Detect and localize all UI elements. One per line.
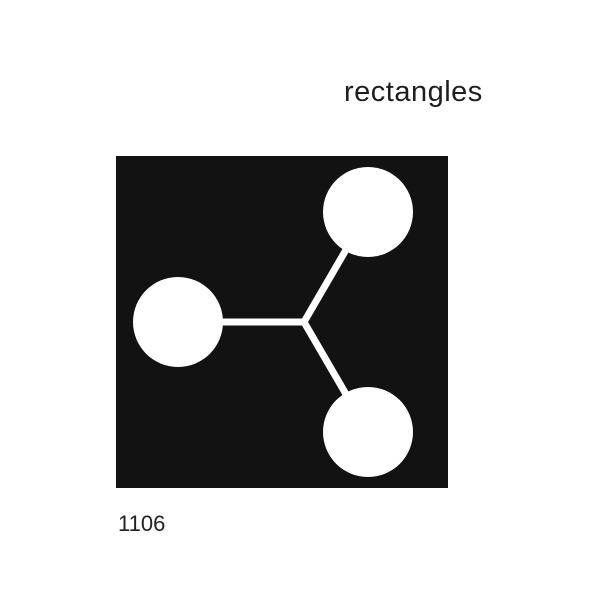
symbol-code-number: 1106	[118, 511, 166, 536]
upper-node-circle	[323, 167, 413, 257]
lower-node-circle	[323, 387, 413, 477]
symbol-graphic	[116, 156, 448, 488]
left-node-circle	[133, 277, 223, 367]
three-node-branch-icon	[116, 156, 448, 488]
symbol-title: rectangles	[344, 76, 483, 108]
